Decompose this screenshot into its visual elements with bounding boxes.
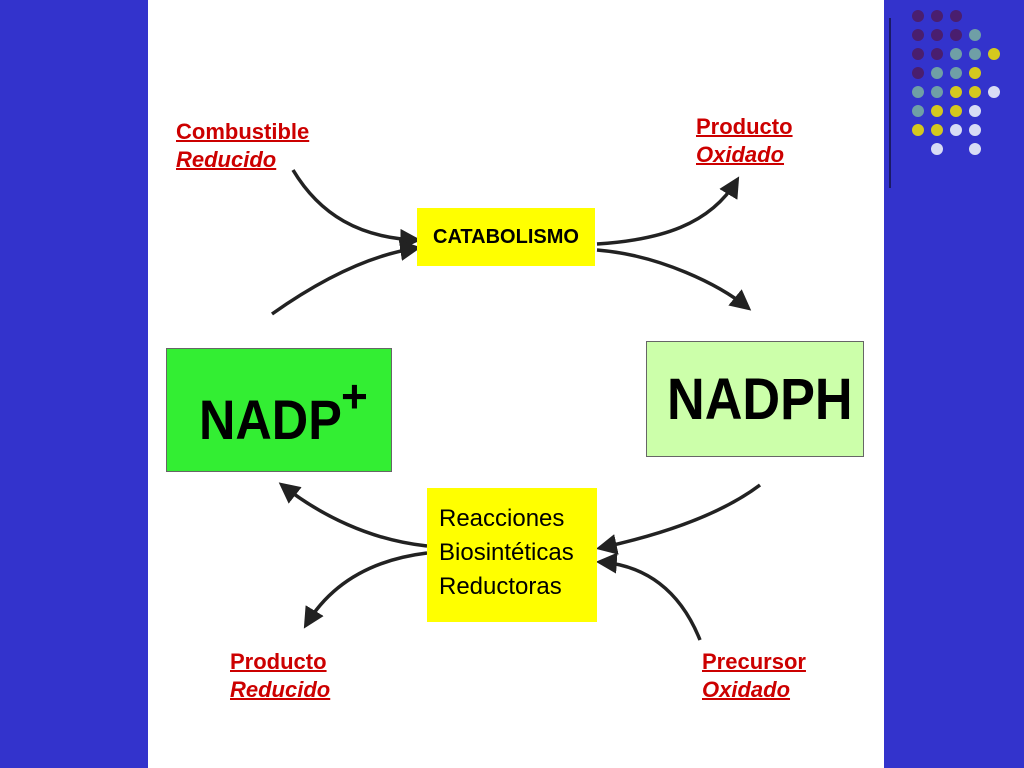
product-reduced-line1: Producto [230,649,327,674]
decorative-dot [969,48,981,60]
product-oxidized-line2: Oxidado [696,142,785,167]
precursor-line2: Oxidado [702,677,791,702]
decorative-dot [931,29,943,41]
nadp-plus-sign: + [341,370,368,422]
nadp-box: NADP + [166,348,392,472]
decorative-dot [912,86,924,98]
decorative-dot [950,86,962,98]
arrow-reactions-to-reduced-product [303,551,428,629]
decorative-dot [931,67,943,79]
fuel-label-line2: Reducido [176,147,277,172]
precursor-line1: Precursor [702,649,806,674]
decorative-dot [931,48,943,60]
decorative-dot-grid [900,10,1010,170]
decorative-dot [988,48,1000,60]
decorative-dot [931,10,943,22]
arrow-nadp-to-catabolism [270,240,422,316]
product-reduced-line2: Reducido [230,677,331,702]
decorative-dot [969,124,981,136]
decorative-dot [950,48,962,60]
arrow-nadph-to-reactions [595,483,762,555]
arrow-reactions-to-nadp [278,482,428,548]
decorative-dot [931,143,943,155]
decorative-dot [969,105,981,117]
nadph-text: NADPH [667,367,853,432]
decorative-dot [912,10,924,22]
decorative-dot [912,124,924,136]
decorative-dot [912,105,924,117]
decorative-dot [950,10,962,22]
catabolism-text: CATABOLISMO [433,225,579,248]
reductive-biosynthesis-box: Reacciones Biosintéticas Reductoras [427,488,597,622]
fuel-reduced-label: Combustible Reducido [176,118,309,174]
product-oxidized-label: Producto Oxidado [696,113,793,169]
arrow-catabolism-to-product [596,176,740,246]
precursor-oxidized-label: Precursor Oxidado [702,648,806,704]
decorative-dot [969,143,981,155]
decorative-dot [912,48,924,60]
fuel-label-line1: Combustible [176,119,310,144]
reactions-line3: Reductoras [439,573,562,600]
decorative-dot [912,29,924,41]
nadp-text: NADP [199,388,342,451]
arrow-fuel-to-catabolism [291,169,422,250]
catabolism-box: CATABOLISMO [417,208,595,266]
decorative-line [889,18,891,188]
arrow-catabolism-to-nadph [596,248,752,311]
decorative-dot [950,105,962,117]
decorative-dot [931,124,943,136]
product-reduced-label: Producto Reducido [230,648,330,704]
decorative-dot [912,67,924,79]
decorative-dot [950,124,962,136]
decorative-dot [931,105,943,117]
decorative-dot [969,67,981,79]
decorative-dot [931,86,943,98]
reactions-line1: Reacciones [439,505,565,532]
product-oxidized-line1: Producto [696,114,793,139]
decorative-dot [969,86,981,98]
decorative-dot [969,29,981,41]
decorative-dot [950,29,962,41]
decorative-dot [950,67,962,79]
reactions-line2: Biosintéticas [439,539,574,566]
decorative-dot [988,86,1000,98]
nadph-box: NADPH [646,341,864,457]
arrow-precursor-to-reactions [595,552,702,641]
